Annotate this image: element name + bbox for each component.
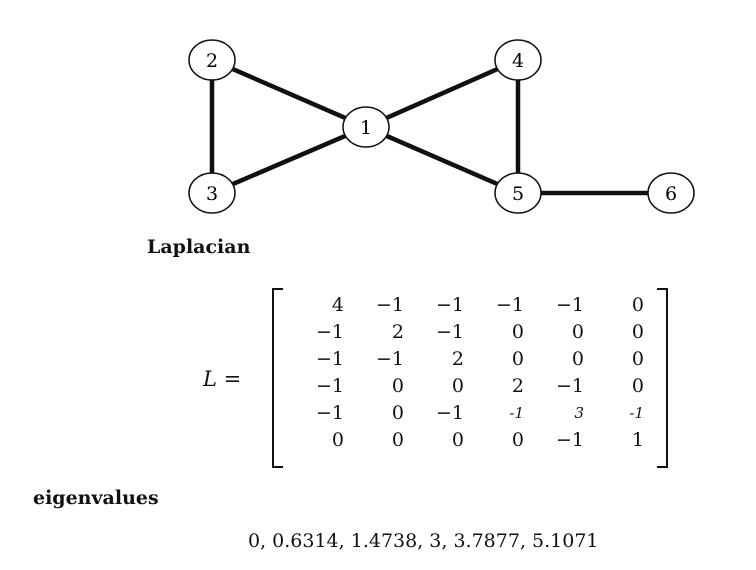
matrix-cell: 2	[451, 348, 464, 370]
node-circle	[494, 39, 542, 81]
matrix-cell: 0	[631, 348, 644, 370]
node-circle	[188, 39, 236, 81]
matrix-label: L =	[203, 367, 241, 391]
matrix-cell: 0	[451, 375, 464, 397]
node-6: 6	[647, 172, 695, 214]
matrix-cell: 0	[451, 429, 464, 451]
matrix-cell: −1	[495, 294, 524, 316]
matrix-right-bracket	[657, 288, 668, 468]
edge-1-3	[211, 124, 367, 196]
matrix-cell: −1	[435, 402, 464, 424]
graph-nodes: 1 2 3 4 5 6	[188, 39, 695, 214]
matrix-cell: −1	[375, 294, 404, 316]
node-5: 5	[494, 172, 542, 214]
matrix-cell: 0	[571, 321, 584, 343]
eigenvalues-heading: eigenvalues	[33, 487, 159, 509]
node-circle	[647, 172, 695, 214]
matrix-cell: 0	[631, 321, 644, 343]
matrix-cell: −1	[375, 348, 404, 370]
graph-diagram: 1 2 3 4 5 6	[188, 39, 695, 214]
node-label: 5	[512, 183, 524, 205]
matrix-cell: −1	[315, 402, 344, 424]
graph-edges	[209, 57, 671, 196]
node-2: 2	[188, 39, 236, 81]
matrix-row: −1 2 −1 0 0 0	[288, 319, 648, 346]
laplacian-heading: Laplacian	[147, 236, 251, 258]
matrix-cell: 4	[331, 294, 344, 316]
matrix-equals: =	[223, 367, 242, 391]
matrix-row: −1 −1 2 0 0 0	[288, 346, 648, 373]
node-label: 3	[206, 183, 218, 205]
matrix-cell: 0	[391, 402, 404, 424]
matrix-cell: −1	[435, 321, 464, 343]
matrix-cell: −1	[315, 348, 344, 370]
node-3: 3	[188, 172, 236, 214]
matrix-cell: −1	[555, 375, 584, 397]
matrix-row: 4 −1 −1 −1 −1 0	[288, 292, 648, 319]
node-4: 4	[494, 39, 542, 81]
matrix-cell: 0	[511, 348, 524, 370]
node-label: 1	[360, 117, 372, 139]
matrix-cell: 0	[631, 375, 644, 397]
matrix-cell: 1	[631, 429, 644, 451]
matrix-row: 0 0 0 0 −1 1	[288, 427, 648, 454]
matrix-cell: 0	[511, 429, 524, 451]
matrix-row: −1 0 −1 -1 3 -1	[288, 400, 648, 427]
matrix-cell: 3	[574, 404, 584, 422]
matrix-cell: 0	[571, 348, 584, 370]
edge-1-4	[365, 57, 519, 130]
matrix-cell: −1	[435, 294, 464, 316]
matrix-cell: 0	[511, 321, 524, 343]
node-label: 2	[206, 50, 218, 72]
matrix-cell: 2	[511, 375, 524, 397]
node-label: 6	[665, 183, 677, 205]
matrix-cell: -1	[629, 404, 644, 422]
laplacian-matrix: 4 −1 −1 −1 −1 0 −1 2 −1 0 0 0 −1 −1 2 0 0 0 −1 0 0 2 −1 0 −1 0 −1 -…	[272, 288, 668, 468]
node-circle	[342, 106, 390, 148]
node-circle	[494, 172, 542, 214]
matrix-table: 4 −1 −1 −1 −1 0 −1 2 −1 0 0 0 −1 −1 2 0 0 0 −1 0 0 2 −1 0 −1 0 −1 -…	[288, 292, 648, 454]
matrix-cell: 0	[631, 294, 644, 316]
edge-1-5	[365, 124, 519, 196]
matrix-cell: 0	[391, 375, 404, 397]
matrix-cell: −1	[555, 294, 584, 316]
matrix-left-bracket	[272, 288, 283, 468]
eigenvalues-list: 0, 0.6314, 1.4738, 3, 3.7877, 5.1071	[248, 530, 599, 552]
matrix-cell: 2	[391, 321, 404, 343]
matrix-cell: 0	[331, 429, 344, 451]
matrix-row: −1 0 0 2 −1 0	[288, 373, 648, 400]
matrix-cell: −1	[315, 321, 344, 343]
node-circle	[188, 172, 236, 214]
matrix-cell: 0	[391, 429, 404, 451]
matrix-symbol: L	[203, 367, 217, 391]
edge-1-2	[211, 57, 367, 130]
node-label: 4	[512, 50, 524, 72]
node-1: 1	[342, 106, 390, 148]
matrix-cell: -1	[509, 404, 524, 422]
matrix-cell: −1	[315, 375, 344, 397]
matrix-cell: −1	[555, 429, 584, 451]
